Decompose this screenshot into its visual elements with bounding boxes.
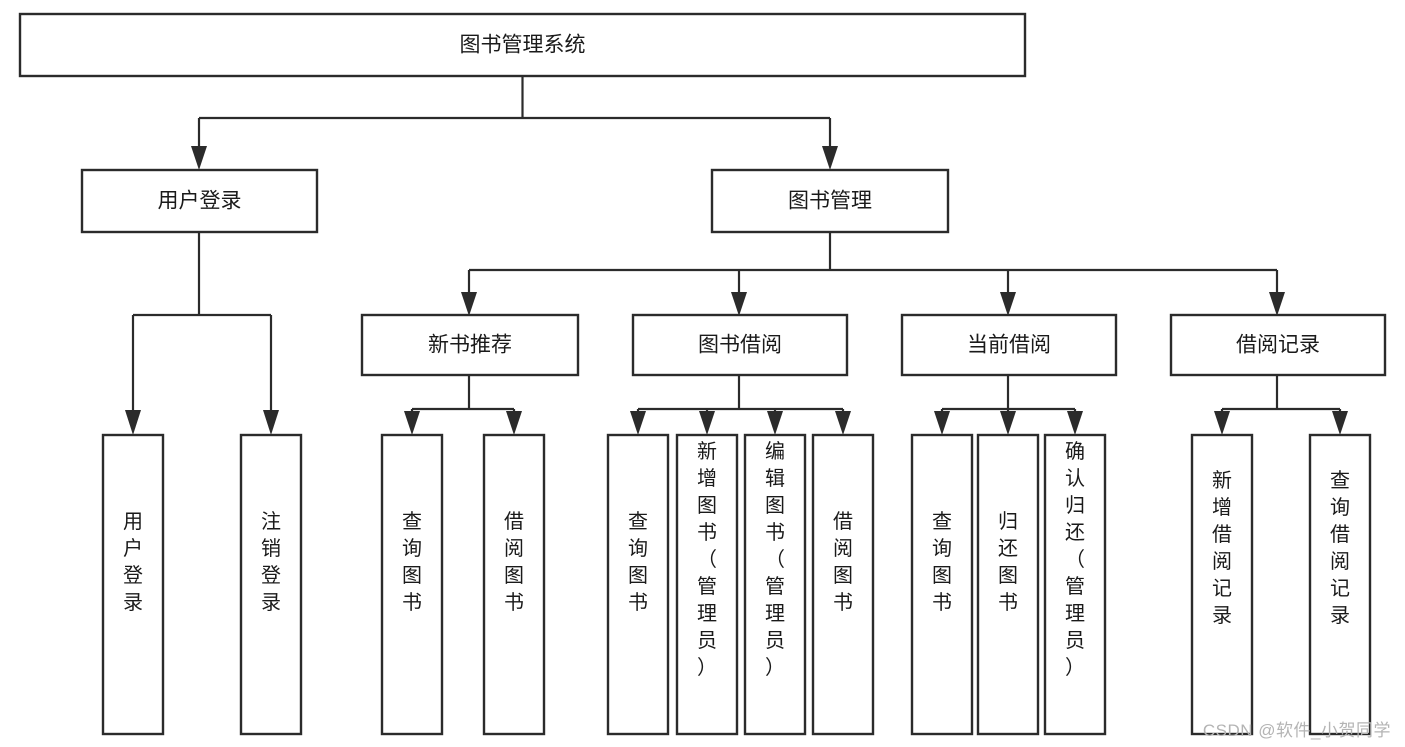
- node-user-login[interactable]: 用户登录: [80, 168, 319, 234]
- leaf-logout-box[interactable]: [239, 433, 303, 736]
- arrowhead-leaf-query-record: [1332, 411, 1348, 435]
- arrowhead-leaf-query-book-3: [934, 411, 950, 435]
- node-book-management-box[interactable]: [710, 168, 950, 234]
- node-book-borrow-label: 图书借阅: [698, 334, 782, 357]
- leaf-query-book-borrow-box[interactable]: [606, 433, 670, 736]
- connector-layer: [125, 76, 1348, 435]
- leaf-add-record-label: 新增借阅记录: [1212, 469, 1232, 627]
- arrowhead-leaf-user-login: [125, 410, 141, 435]
- node-book-borrow-box[interactable]: [631, 313, 849, 377]
- leaf-add-book-label: 新增图书（管理员）: [697, 440, 717, 679]
- csdn-watermark: CSDN @软件_小贺同学: [1202, 721, 1391, 740]
- leaf-add-book-box[interactable]: [675, 433, 739, 736]
- arrowhead-leaf-add-book: [699, 411, 715, 435]
- leaf-query-book-newbook[interactable]: 查询图书: [380, 433, 444, 736]
- leaf-return-book-box[interactable]: [976, 433, 1040, 736]
- leaf-borrow-book-borrow-label: 借阅图书: [833, 510, 853, 614]
- node-book-borrow[interactable]: 图书借阅: [631, 313, 849, 377]
- leaf-query-book-newbook-box[interactable]: [380, 433, 444, 736]
- arrowhead-leaf-confirm-return: [1067, 411, 1083, 435]
- leaf-query-record[interactable]: 查询借阅记录: [1308, 433, 1372, 736]
- leaf-query-book-newbook-label: 查询图书: [402, 510, 422, 614]
- leaf-confirm-return[interactable]: 确认归还（管理员）: [1043, 433, 1107, 736]
- arrowhead-leaf-return-book: [1000, 411, 1016, 435]
- leaf-borrow-book-borrow-box[interactable]: [811, 433, 875, 736]
- leaf-confirm-return-box[interactable]: [1043, 433, 1107, 736]
- node-book-management-label: 图书管理: [788, 190, 872, 213]
- leaf-edit-book-label: 编辑图书（管理员）: [765, 440, 785, 679]
- node-current-borrow-label: 当前借阅: [967, 334, 1051, 357]
- arrowhead-borrow: [731, 292, 747, 316]
- arrowhead-leaf-add-record: [1214, 411, 1230, 435]
- leaf-confirm-return-label: 确认归还（管理员）: [1065, 440, 1085, 679]
- node-book-management[interactable]: 图书管理: [710, 168, 950, 234]
- arrowhead-user-login: [191, 146, 207, 170]
- arrowhead-book-mgmt: [822, 146, 838, 170]
- node-root-system[interactable]: 图书管理系统: [18, 12, 1027, 78]
- leaf-query-book-current-label: 查询图书: [932, 510, 952, 614]
- arrowhead-current: [1000, 292, 1016, 316]
- leaf-add-record[interactable]: 新增借阅记录: [1190, 433, 1254, 736]
- node-new-book-recommend[interactable]: 新书推荐: [360, 313, 580, 377]
- leaf-borrow-book-borrow[interactable]: 借阅图书: [811, 433, 875, 736]
- leaf-user-login-label: 用户登录: [123, 511, 143, 614]
- leaf-query-book-borrow[interactable]: 查询图书: [606, 433, 670, 736]
- leaf-add-book[interactable]: 新增图书（管理员）: [675, 433, 739, 736]
- leaf-query-book-current[interactable]: 查询图书: [910, 433, 974, 736]
- leaf-query-book-current-box[interactable]: [910, 433, 974, 736]
- leaf-return-book[interactable]: 归还图书: [976, 433, 1040, 736]
- leaf-borrow-book-newbook-box[interactable]: [482, 433, 546, 736]
- arrowhead-leaf-borrow-book-2: [835, 411, 851, 435]
- arrowhead-newbook: [461, 292, 477, 316]
- leaf-borrow-book-newbook-label: 借阅图书: [504, 510, 524, 614]
- leaf-query-book-borrow-label: 查询图书: [628, 510, 648, 614]
- node-root-system-label: 图书管理系统: [460, 34, 586, 57]
- leaf-user-login[interactable]: 用户登录: [101, 433, 165, 736]
- leaf-return-book-label: 归还图书: [998, 510, 1018, 614]
- node-new-book-recommend-box[interactable]: [360, 313, 580, 377]
- node-user-login-box[interactable]: [80, 168, 319, 234]
- node-current-borrow-box[interactable]: [900, 313, 1118, 377]
- leaf-logout[interactable]: 注销登录: [239, 433, 303, 736]
- arrowhead-leaf-borrow-book-1: [506, 411, 522, 435]
- leaf-edit-book[interactable]: 编辑图书（管理员）: [743, 433, 807, 736]
- arrowhead-record: [1269, 292, 1285, 316]
- node-borrow-record-label: 借阅记录: [1236, 334, 1320, 357]
- arrowhead-leaf-edit-book: [767, 411, 783, 435]
- node-root-system-box[interactable]: [18, 12, 1027, 78]
- node-borrow-record[interactable]: 借阅记录: [1169, 313, 1387, 377]
- arrowhead-leaf-logout: [263, 410, 279, 435]
- node-user-login-label: 用户登录: [158, 190, 242, 213]
- leaf-query-record-label: 查询借阅记录: [1330, 469, 1350, 627]
- node-current-borrow[interactable]: 当前借阅: [900, 313, 1118, 377]
- leaf-query-record-box[interactable]: [1308, 433, 1372, 736]
- arrowhead-leaf-query-book-1: [404, 411, 420, 435]
- node-borrow-record-box[interactable]: [1169, 313, 1387, 377]
- leaf-add-record-box[interactable]: [1190, 433, 1254, 736]
- leaf-borrow-book-newbook[interactable]: 借阅图书: [482, 433, 546, 736]
- leaf-edit-book-box[interactable]: [743, 433, 807, 736]
- leaf-user-login-box[interactable]: [101, 433, 165, 736]
- leaf-logout-label: 注销登录: [261, 510, 281, 614]
- arrowhead-leaf-query-book-2: [630, 411, 646, 435]
- node-new-book-recommend-label: 新书推荐: [428, 334, 512, 357]
